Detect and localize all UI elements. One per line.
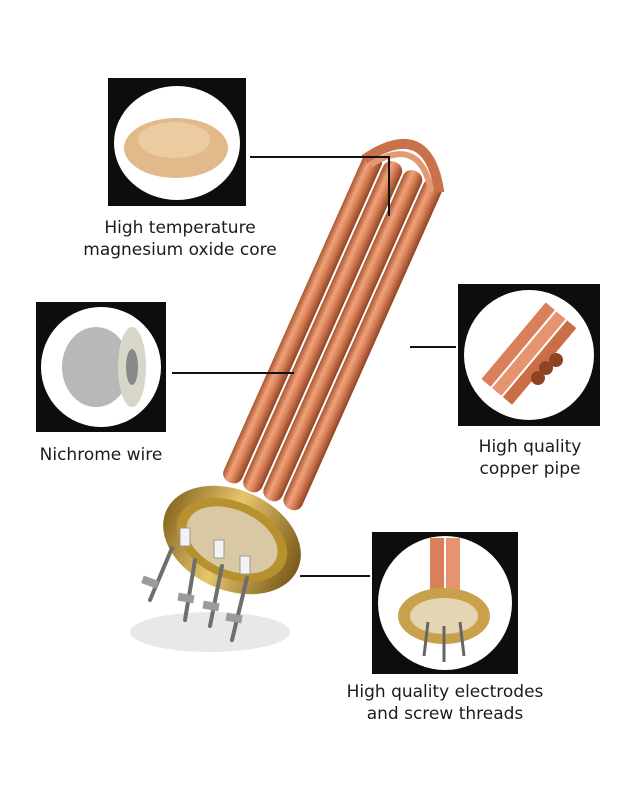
electrode-closeup-image <box>398 538 490 662</box>
caption-line: magnesium oxide core <box>83 240 277 260</box>
powder-frame <box>108 78 246 206</box>
copper-frame <box>458 284 600 426</box>
caption-line: and screw threads <box>366 704 524 724</box>
caption-line: copper pipe <box>479 459 581 479</box>
caption-line: High quality <box>478 437 582 457</box>
leader-line <box>388 156 390 216</box>
caption-line: High temperature <box>104 218 256 238</box>
electrode-frame <box>372 532 518 674</box>
copper-tubes-image <box>481 302 577 405</box>
caption-line: High quality electrodes <box>346 682 544 702</box>
wire-frame <box>36 302 166 432</box>
powder-image <box>124 118 228 178</box>
leader-line <box>250 156 390 158</box>
leader-line <box>172 372 294 374</box>
leader-line <box>300 575 370 577</box>
caption-line: Nichrome wire <box>39 445 163 465</box>
leader-line <box>410 346 456 348</box>
wire-spool-image <box>62 327 146 407</box>
